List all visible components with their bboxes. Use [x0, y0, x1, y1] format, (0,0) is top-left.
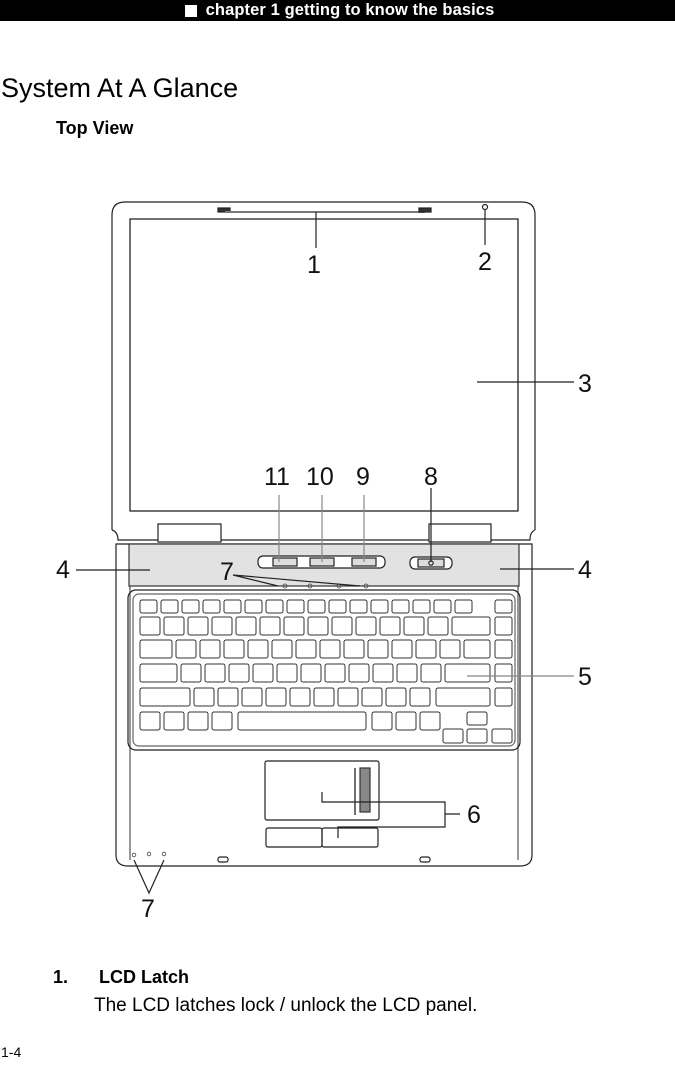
lcd-latch-right	[418, 207, 432, 213]
touchpad-left-button	[265, 827, 323, 848]
item-1-description: The LCD latches lock / unlock the LCD pa…	[94, 995, 478, 1016]
scroll-strip	[359, 767, 371, 813]
lcd-latch-left	[217, 207, 231, 213]
section-subtitle: Top View	[56, 118, 134, 138]
callout-7-top: 7	[220, 558, 234, 586]
laptop-top-view-diagram: 1 2 3 4 4 5 6 7 7 8 9 10 11	[56, 201, 592, 923]
chapter-header-text: chapter 1 getting to know the basics	[205, 1, 495, 19]
callout-1: 1	[307, 251, 321, 279]
hinge-right	[428, 523, 492, 543]
callout-4-left: 4	[56, 556, 70, 584]
keyboard-frame	[127, 589, 521, 751]
callout-10: 10	[306, 463, 334, 491]
page-title: System At A Glance	[1, 73, 239, 103]
laptop-base	[115, 543, 533, 867]
callout-8: 8	[424, 463, 438, 491]
touchpad	[264, 760, 380, 821]
microphone	[481, 203, 489, 211]
item-1-heading: 1. LCD Latch	[53, 967, 189, 988]
keyboard-keys	[139, 599, 513, 744]
lcd-screen	[129, 218, 519, 512]
hinge-left	[157, 523, 222, 543]
callout-6: 6	[467, 801, 481, 829]
callout-numbers: 1 2 3 4 4 5 6 7 7 8 9 10 11	[56, 248, 592, 923]
callout-9: 9	[356, 463, 370, 491]
callout-leaders	[76, 210, 574, 895]
callout-5: 5	[578, 663, 592, 691]
item-1-number: 1.	[53, 967, 69, 987]
status-indicators	[131, 583, 369, 858]
white-square-icon	[184, 4, 197, 17]
lcd-lid	[111, 201, 536, 530]
page-number: 1-4	[1, 1044, 22, 1060]
chapter-header-bar: chapter 1 getting to know the basics	[0, 0, 675, 21]
callout-2: 2	[478, 248, 492, 276]
touchpad-right-button	[321, 827, 379, 848]
button-11	[272, 557, 298, 567]
item-1-title: LCD Latch	[99, 967, 189, 987]
callout-11: 11	[264, 463, 290, 491]
callout-4-right: 4	[578, 556, 592, 584]
callout-7-bottom: 7	[141, 895, 155, 923]
callout-3: 3	[578, 370, 592, 398]
